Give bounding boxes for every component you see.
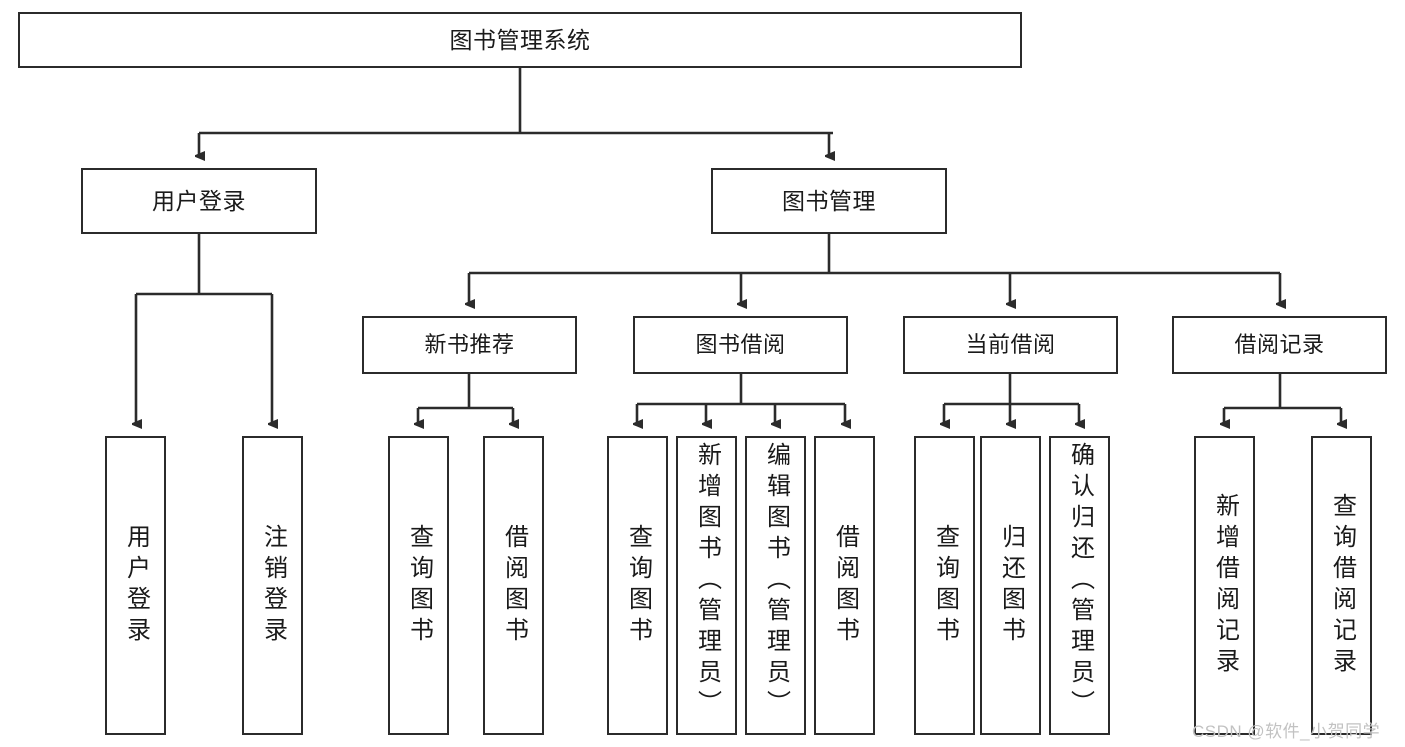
node-label: 编辑图书（管理员）	[762, 442, 790, 721]
leaf-record-add-record[interactable]: 新增借阅记录	[1194, 436, 1255, 735]
node-label: 查询借阅记录	[1328, 492, 1356, 679]
watermark-credit: CSDN @软件_小贺同学	[1192, 722, 1381, 741]
node-label: 图书管理系统	[449, 26, 591, 53]
node-borrow-record[interactable]: 借阅记录	[1172, 316, 1387, 374]
leaf-record-query-record[interactable]: 查询借阅记录	[1311, 436, 1372, 735]
node-label: 借阅图书	[831, 523, 859, 648]
leaf-borrow-add-book-admin[interactable]: 新增图书（管理员）	[676, 436, 737, 735]
leaf-borrow-edit-book-admin[interactable]: 编辑图书（管理员）	[745, 436, 806, 735]
leaf-borrow-query-book[interactable]: 查询图书	[607, 436, 668, 735]
leaf-user-login-login[interactable]: 用户登录	[105, 436, 166, 735]
node-label: 用户登录	[152, 187, 246, 214]
node-user-login[interactable]: 用户登录	[81, 168, 317, 234]
node-new-book-recommend[interactable]: 新书推荐	[362, 316, 577, 374]
leaf-recommend-borrow-book[interactable]: 借阅图书	[483, 436, 544, 735]
node-label: 查询图书	[624, 523, 652, 648]
node-label: 用户登录	[122, 523, 150, 648]
node-label: 借阅记录	[1234, 332, 1325, 358]
node-label: 当前借阅	[965, 332, 1056, 358]
node-label: 查询图书	[931, 523, 959, 648]
leaf-recommend-query-book[interactable]: 查询图书	[388, 436, 449, 735]
node-label: 注销登录	[259, 523, 287, 648]
node-book-management[interactable]: 图书管理	[711, 168, 947, 234]
node-label: 归还图书	[997, 523, 1025, 648]
leaf-current-return-book[interactable]: 归还图书	[980, 436, 1041, 735]
leaf-user-login-logout[interactable]: 注销登录	[242, 436, 303, 735]
node-label: 新书推荐	[424, 332, 515, 358]
node-label: 新增图书（管理员）	[693, 442, 721, 721]
node-label: 借阅图书	[500, 523, 528, 648]
node-label: 图书管理	[782, 187, 876, 214]
leaf-current-confirm-return-admin[interactable]: 确认归还（管理员）	[1049, 436, 1110, 735]
node-label: 查询图书	[405, 523, 433, 648]
node-book-borrow[interactable]: 图书借阅	[633, 316, 848, 374]
node-label: 确认归还（管理员）	[1066, 442, 1094, 721]
node-current-borrow[interactable]: 当前借阅	[903, 316, 1118, 374]
leaf-borrow-borrow-book[interactable]: 借阅图书	[814, 436, 875, 735]
node-label: 新增借阅记录	[1211, 492, 1239, 679]
node-label: 图书借阅	[695, 332, 786, 358]
node-root-system[interactable]: 图书管理系统	[18, 12, 1022, 68]
leaf-current-query-book[interactable]: 查询图书	[914, 436, 975, 735]
